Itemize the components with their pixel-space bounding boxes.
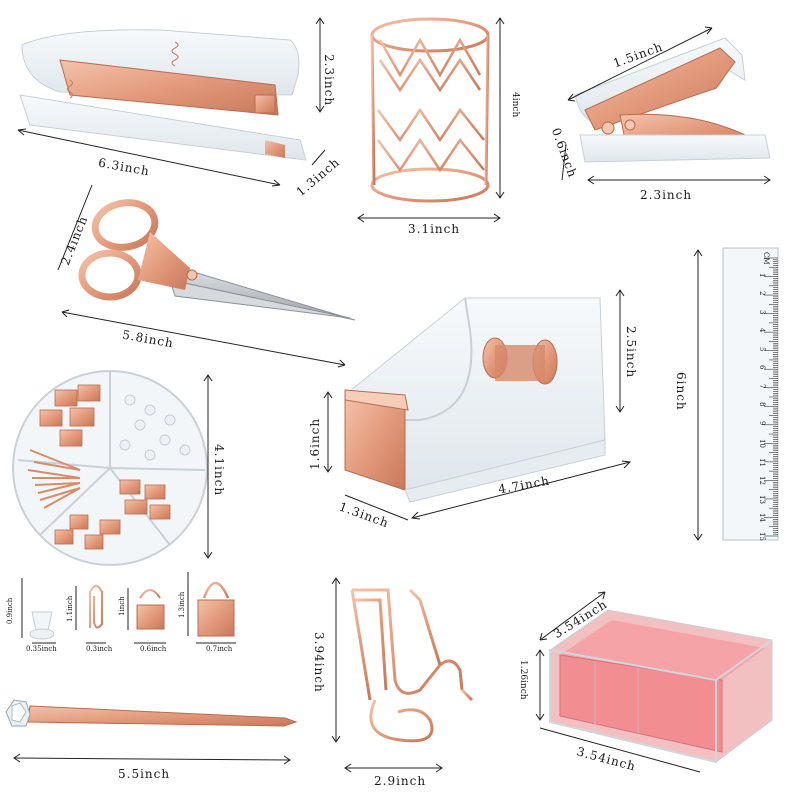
pen-holder-height-label: 4inch bbox=[510, 92, 520, 118]
ruler-number: 13 bbox=[758, 494, 766, 504]
accessory-dimension-lines bbox=[21, 572, 236, 644]
push-pin-width-label: 0.35inch bbox=[26, 645, 57, 653]
pen bbox=[5, 699, 298, 727]
ruler-number: 14 bbox=[758, 513, 766, 523]
pen-length-label: 5.5inch bbox=[118, 767, 171, 781]
clip-box-diameter-label: 4.1inch bbox=[212, 444, 226, 497]
small-binder-width-label: 0.6inch bbox=[140, 645, 167, 653]
ruler-number: 9 bbox=[758, 420, 766, 426]
ruler-number: 7 bbox=[758, 383, 766, 389]
ruler-number: 6 bbox=[758, 365, 766, 370]
clip-box-dimension-lines bbox=[203, 374, 213, 559]
ruler-dimension-lines bbox=[693, 249, 703, 541]
push-pin bbox=[29, 578, 55, 640]
stapler bbox=[19, 29, 307, 161]
stapler-dimension-lines bbox=[17, 17, 326, 187]
scissors-dimension-lines bbox=[57, 184, 346, 368]
ruler bbox=[722, 247, 779, 541]
pen-holder-diameter-label: 3.1inch bbox=[408, 222, 461, 236]
phone-stand bbox=[350, 588, 474, 743]
large-binder-height-label: 1.3inch bbox=[178, 591, 186, 618]
ruler-number: 11 bbox=[758, 457, 766, 467]
ruler-number: 3 bbox=[758, 309, 766, 315]
pen-holder-dimension-lines bbox=[357, 17, 505, 223]
staple-remover bbox=[574, 37, 771, 163]
paper-clip-width-label: 0.3inch bbox=[86, 645, 113, 653]
pen-holder bbox=[370, 17, 490, 203]
memo-box-dimension-lines bbox=[535, 591, 701, 773]
small-binder-clip bbox=[136, 589, 165, 630]
ruler-number: 2 bbox=[758, 291, 766, 296]
pen-dimension-lines bbox=[13, 753, 291, 765]
ruler-number: 15 bbox=[758, 532, 766, 541]
tape-dispenser-dimension-lines bbox=[323, 289, 632, 521]
memo-box-height-label: 1.26inch bbox=[518, 660, 528, 700]
ruler-number: 8 bbox=[758, 402, 766, 407]
small-binder-height-label: 1inch bbox=[118, 596, 126, 616]
ruler-length-label: 6inch bbox=[674, 372, 688, 411]
push-pin-height-label: 0.9inch bbox=[6, 597, 14, 624]
large-binder-clip bbox=[197, 581, 235, 637]
clip-box bbox=[12, 370, 208, 566]
staple-remover-base-label: 2.3inch bbox=[640, 188, 693, 202]
paper-clip bbox=[89, 585, 103, 629]
tape-dispenser-front-height-label: 1.6inch bbox=[308, 417, 322, 470]
ruler-number: 1 bbox=[758, 272, 766, 277]
ruler-number: 5 bbox=[758, 346, 766, 352]
ruler-number: 10 bbox=[758, 439, 766, 449]
scissors bbox=[78, 199, 356, 321]
phone-stand-width-label: 2.9inch bbox=[374, 774, 427, 788]
tape-dispenser bbox=[344, 297, 606, 503]
phone-stand-height-label: 3.94inch bbox=[312, 632, 326, 693]
tape-dispenser-height-label: 2.5inch bbox=[624, 326, 638, 379]
stapler-height-label: 2.3inch bbox=[322, 54, 336, 107]
paper-clip-height-label: 1.1inch bbox=[66, 595, 74, 622]
staple-remover-dimension-lines bbox=[561, 26, 771, 185]
memo-box bbox=[549, 609, 773, 764]
large-binder-width-label: 0.7inch bbox=[206, 645, 233, 653]
ruler-unit-label: CM bbox=[762, 252, 770, 265]
phone-stand-dimension-lines bbox=[331, 577, 443, 773]
ruler-number: 12 bbox=[758, 476, 766, 486]
ruler-number: 4 bbox=[758, 328, 766, 333]
